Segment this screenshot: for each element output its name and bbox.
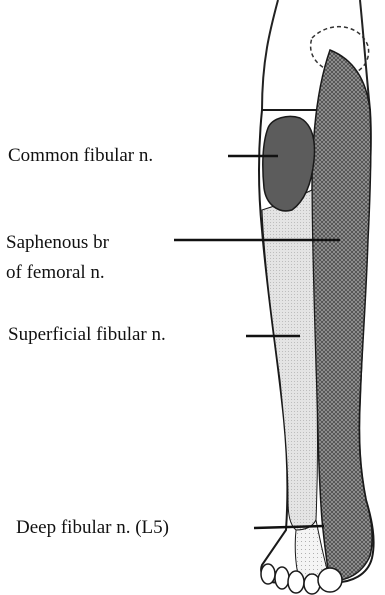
toe-5 [261,564,275,584]
thigh-outline-left [262,0,278,110]
toe-3 [288,571,304,593]
toe-1 [318,568,342,592]
label-saphenous-line1: Saphenous br [6,231,109,255]
label-common-fibular: Common fibular n. [8,144,153,168]
label-saphenous-line2: of femoral n. [6,261,105,285]
toe-2 [304,574,320,594]
label-superficial-fibular: Superficial fibular n. [8,323,166,347]
toe-4 [275,567,289,589]
label-deep-fibular: Deep fibular n. (L5) [16,516,169,540]
saphenous-region [312,50,372,580]
